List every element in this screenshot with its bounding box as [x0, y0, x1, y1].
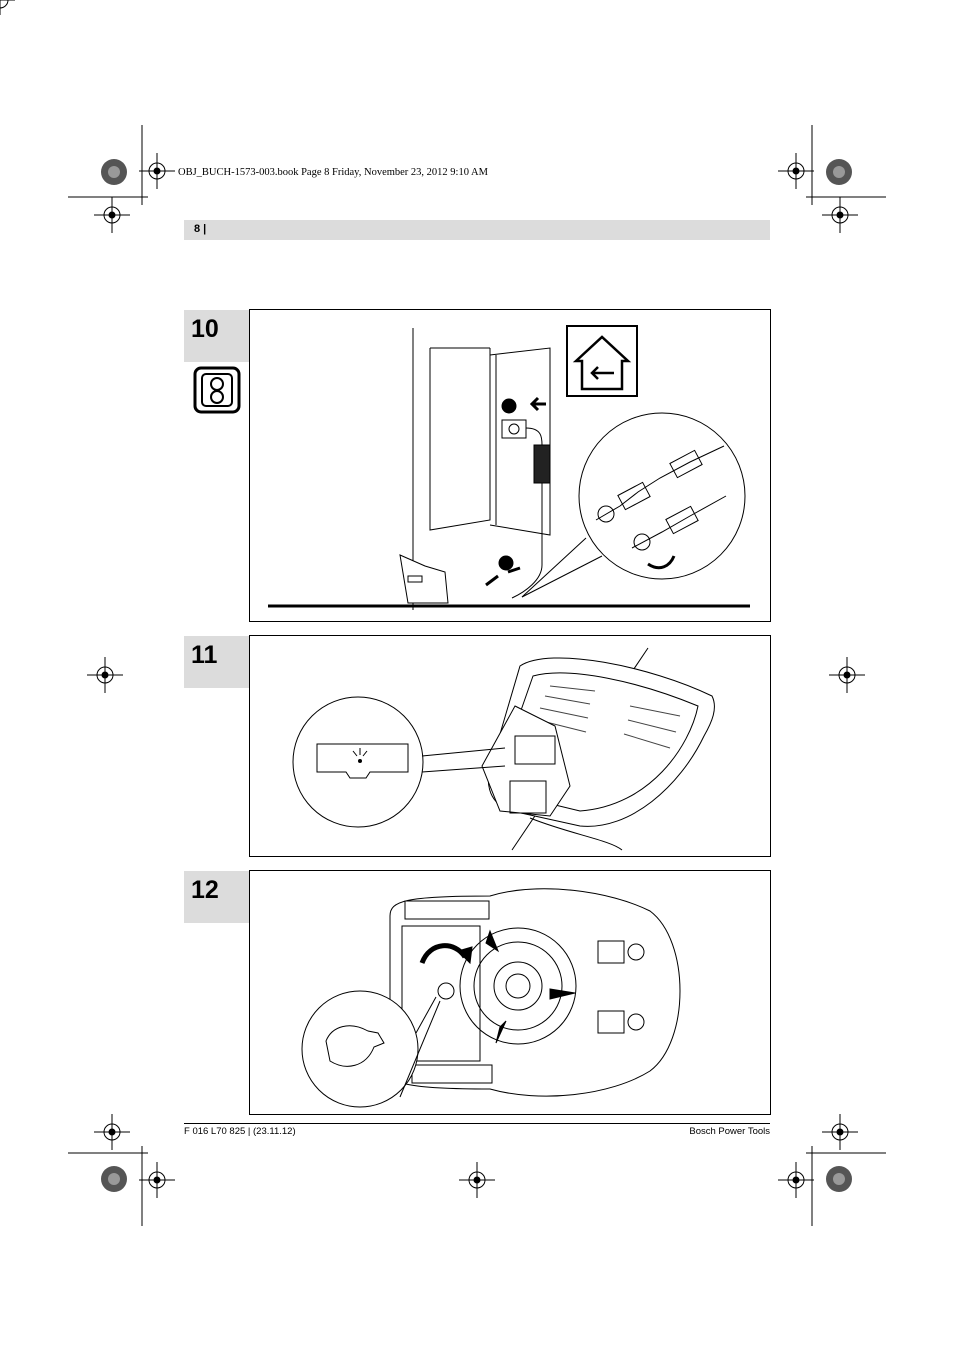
figure-10-label: 10 [184, 310, 249, 362]
cutting-height-adjustment-illustration [301, 888, 681, 1108]
mower-docking-illustration [292, 647, 715, 851]
indoor-use-house-icon [566, 325, 638, 397]
figure-11-panel [249, 635, 771, 857]
page-number: 8 | [194, 223, 207, 235]
footer-document-code: F 016 L70 825 | (23.11.12) [184, 1126, 296, 1137]
figure-number: 11 [191, 641, 218, 669]
figure-11-label: 11 [184, 636, 249, 688]
figure-number: 12 [191, 876, 219, 904]
charging-station-connection-illustration [268, 328, 750, 610]
figure-12-label: 12 [184, 871, 249, 923]
footer-brand: Bosch Power Tools [689, 1126, 770, 1137]
print-slug: OBJ_BUCH-1573-003.book Page 8 Friday, No… [178, 167, 488, 178]
indoor-plug-symbol-icon [193, 366, 241, 414]
page-header-bar: 8 | [184, 220, 770, 240]
footer-rule [184, 1123, 770, 1124]
figure-12-panel [249, 870, 771, 1115]
figure-number: 10 [191, 315, 219, 343]
figure-10-panel [249, 309, 771, 622]
